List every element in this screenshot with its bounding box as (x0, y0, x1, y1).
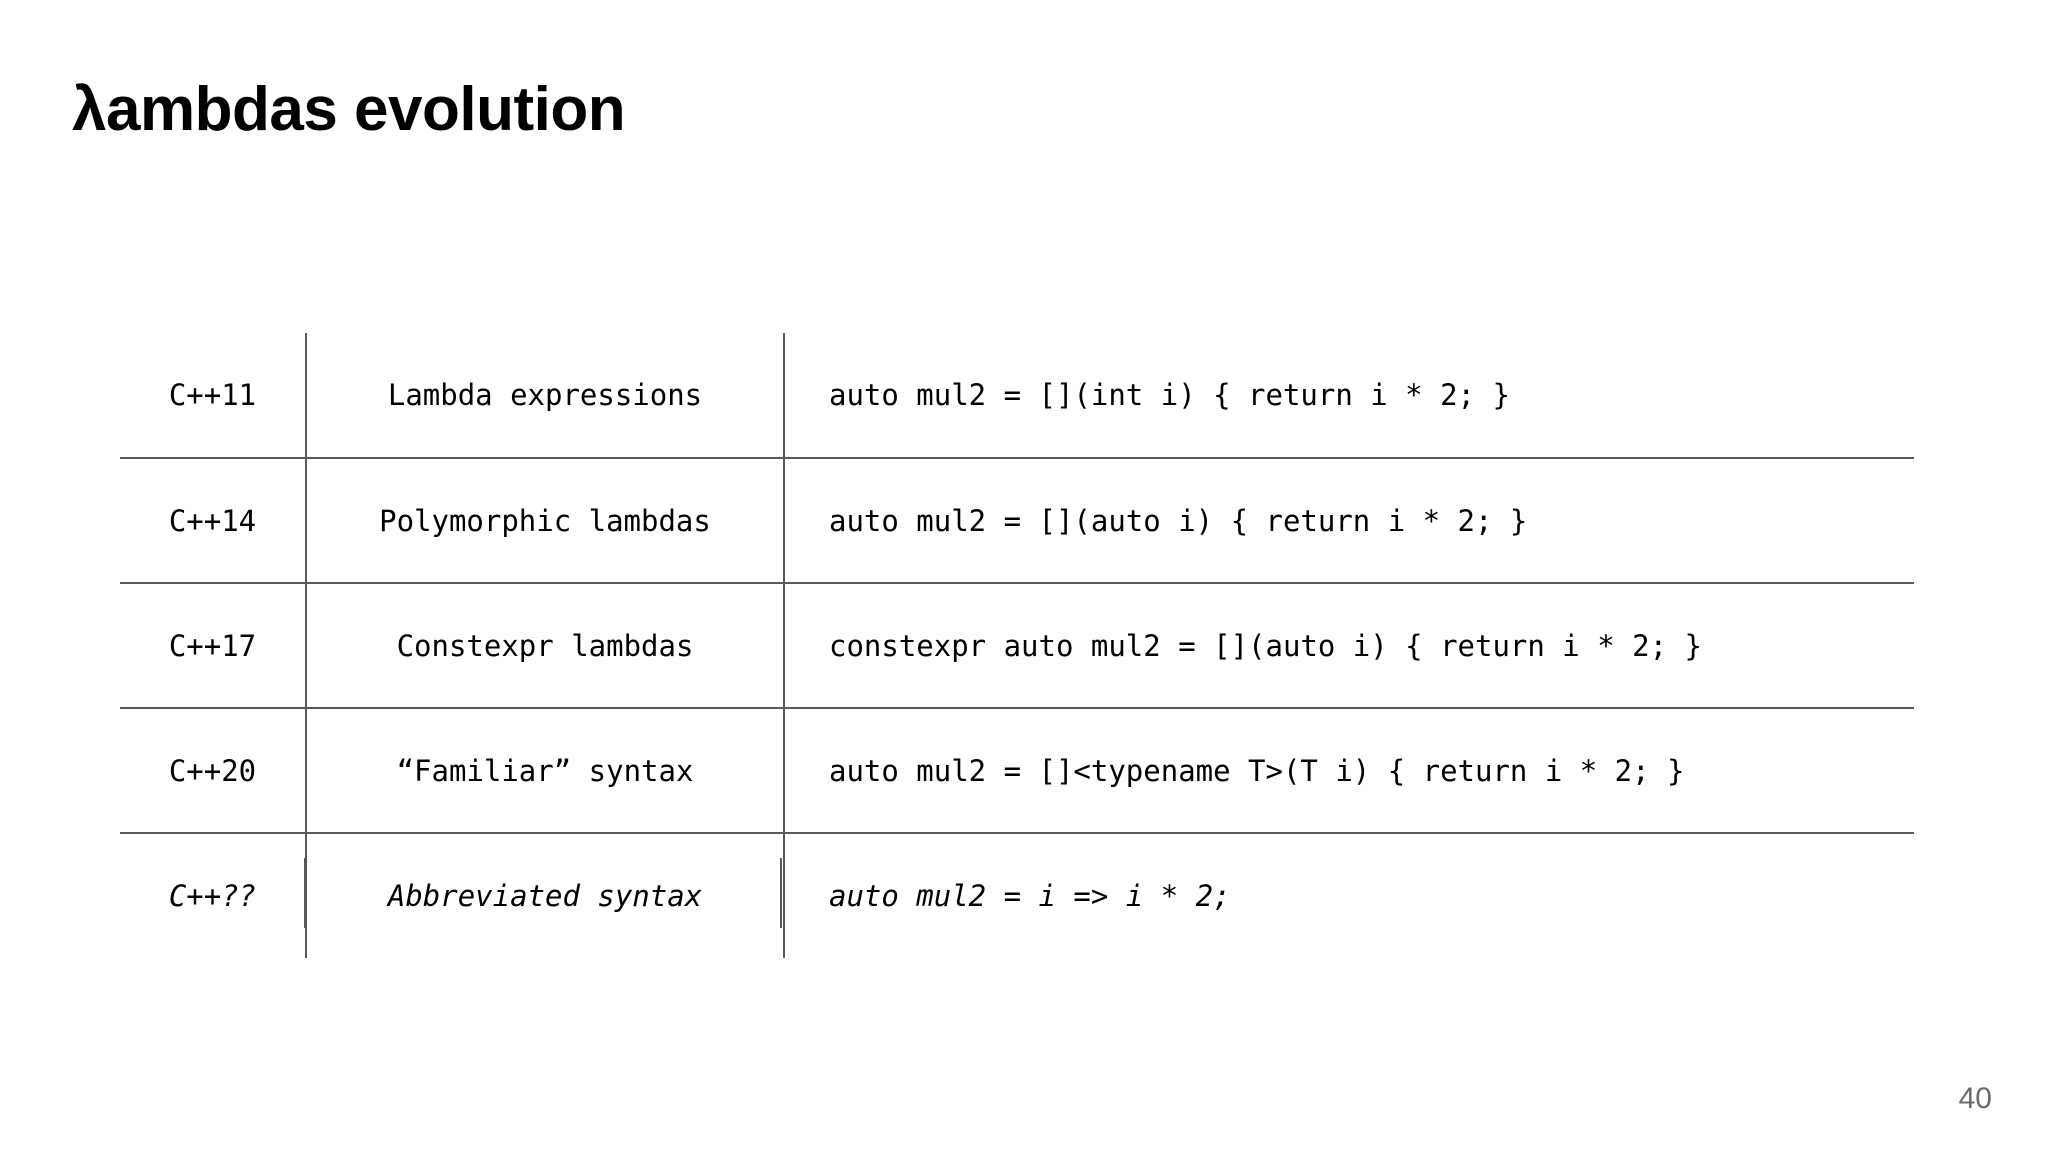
cell-code: auto mul2 = []<typename T>(T i) { return… (784, 708, 1914, 834)
cell-version: C++?? (120, 833, 307, 958)
cell-version: C++17 (120, 583, 307, 709)
cell-code: auto mul2 = [](auto i) { return i * 2; } (784, 458, 1914, 584)
table-row: C++14 Polymorphic lambdas auto mul2 = []… (120, 458, 1914, 584)
cell-code: auto mul2 = i => i * 2; (829, 879, 1231, 913)
table-row: C++20 “Familiar” syntax auto mul2 = []<t… (120, 708, 1914, 834)
lambdas-evolution-table: C++11 Lambda expressions auto mul2 = [](… (120, 333, 1914, 958)
table-row: C++?? Abbreviated syntax auto mul2 = i =… (120, 833, 1914, 958)
column-divider-1 (304, 858, 306, 928)
cell-code: auto mul2 = [](int i) { return i * 2; } (784, 333, 1914, 459)
cell-code: constexpr auto mul2 = [](auto i) { retur… (784, 583, 1914, 709)
cell-feature: “Familiar” syntax (306, 708, 785, 834)
cell-version: C++20 (120, 708, 307, 834)
cell-feature: Polymorphic lambdas (306, 458, 785, 584)
column-divider-2 (780, 858, 782, 928)
cell-version: C++14 (120, 458, 307, 584)
table-row: C++11 Lambda expressions auto mul2 = [](… (120, 333, 1914, 459)
cell-feature: Lambda expressions (306, 333, 785, 459)
table-row: C++17 Constexpr lambdas constexpr auto m… (120, 583, 1914, 709)
page-number: 40 (1958, 1082, 1992, 1115)
page-title: λambdas evolution (72, 74, 626, 144)
cell-feature: Abbreviated syntax (306, 833, 785, 958)
cell-feature: Constexpr lambdas (306, 583, 785, 709)
cell-version: C++11 (120, 333, 307, 459)
